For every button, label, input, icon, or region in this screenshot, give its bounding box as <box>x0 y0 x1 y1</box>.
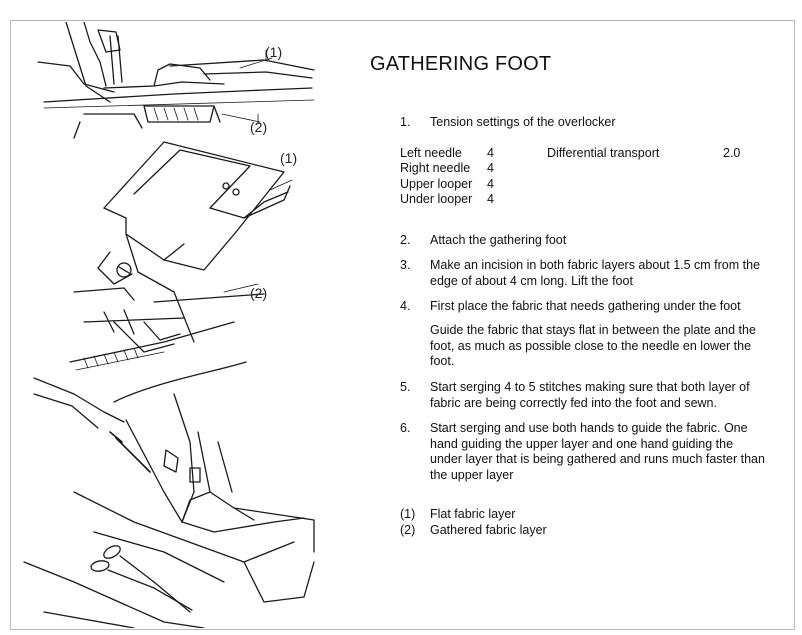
page-title: GATHERING FOOT <box>370 53 552 75</box>
step-3-text: Make an incision in both fabric layers a… <box>430 258 761 288</box>
tension-label: Left needle <box>400 146 462 160</box>
sewing-machine-illustration <box>23 22 315 628</box>
step-2-number: 2. <box>400 233 411 247</box>
step-3-number: 3. <box>400 258 411 272</box>
step-2-text: Attach the gathering foot <box>430 233 567 247</box>
differential-label: Differential transport <box>547 146 660 160</box>
legend-number: (2) <box>400 523 416 537</box>
foot-side-view-drawing <box>37 22 315 139</box>
legend-text: Gathered fabric layer <box>430 523 547 537</box>
tension-value: 4 <box>487 177 494 191</box>
tension-label: Upper looper <box>400 177 473 191</box>
step-6-text: Start serging and use both hands to guid… <box>430 421 765 482</box>
tension-value: 4 <box>487 192 494 206</box>
callout-flat-layer-middle: (1) <box>280 150 298 166</box>
legend-text: Flat fabric layer <box>430 507 516 521</box>
step-4-detail: Guide the fabric that stays flat in betw… <box>430 323 756 368</box>
differential-value: 2.0 <box>723 146 741 160</box>
page-frame <box>10 20 795 630</box>
callout-gathered-layer-top: (2) <box>250 119 268 135</box>
step-5-text: Start serging 4 to 5 stitches making sur… <box>430 380 750 410</box>
scissors-drawing <box>90 545 193 613</box>
step-4-text: First place the fabric that needs gather… <box>430 299 741 313</box>
step-5-number: 5. <box>400 380 411 394</box>
tension-value: 4 <box>487 161 494 175</box>
foot-perspective-drawing <box>69 141 293 371</box>
callout-gathered-layer-middle: (2) <box>250 285 268 301</box>
serging-operation-drawing <box>23 361 315 628</box>
callout-flat-layer-top: (1) <box>265 44 283 60</box>
tension-value: 4 <box>487 146 494 160</box>
step-1-text: Tension settings of the overlocker <box>430 115 616 129</box>
legend-number: (1) <box>400 507 416 521</box>
tension-label: Right needle <box>400 161 471 175</box>
step-6-number: 6. <box>400 421 411 435</box>
tension-label: Under looper <box>400 192 473 206</box>
step-1-number: 1. <box>400 115 411 129</box>
step-4-number: 4. <box>400 299 411 313</box>
